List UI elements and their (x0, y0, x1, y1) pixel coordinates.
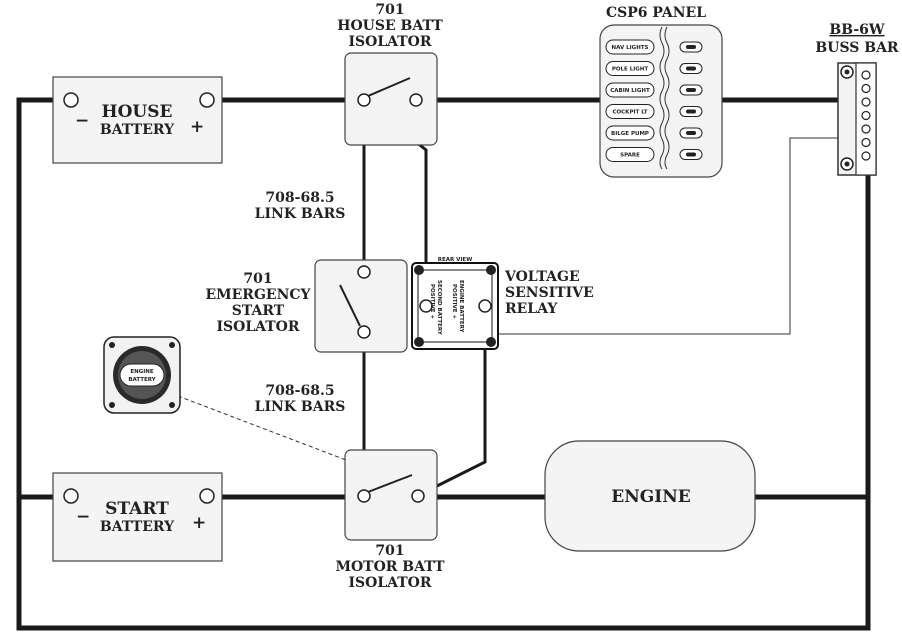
csp6-switch-row[interactable]: NAV LIGHTS (605, 39, 703, 55)
main-wires (16, 97, 871, 631)
csp6-switch-label-box (605, 39, 655, 55)
start-pos-sign: + (192, 513, 206, 533)
house-battery-subtitle: BATTERY (100, 122, 175, 138)
motor-isolator-name: MOTOR BATT (335, 559, 445, 575)
vsr-rear-view: REAR VIEW (438, 257, 473, 263)
battery-selector-switch[interactable]: ENGINE BATTERY (103, 336, 181, 414)
csp6-switch-row[interactable]: COCKPIT LT (605, 104, 703, 119)
csp6-switch-label: CABIN LIGHT (610, 88, 650, 94)
csp6-switch-label-box (605, 61, 655, 76)
bb6w-buss-bar: BB-6W BUSS BAR (815, 22, 899, 176)
house-battery-title: HOUSE (102, 102, 173, 122)
house-isolator-part: 701 (375, 2, 404, 18)
bb6w-label: BUSS BAR (815, 40, 899, 56)
bb6w-part: BB-6W (829, 22, 884, 38)
link-bars-bottom-part: 708-68.5 (265, 383, 334, 399)
motor-batt-isolator: 701 MOTOR BATT ISOLATOR (335, 449, 445, 591)
vsr-engine-battery-wire (420, 306, 487, 496)
buss-bar-screw-terminal (861, 110, 871, 121)
csp6-toggle-indicator (686, 131, 696, 135)
vsr-ground-wire (497, 137, 848, 335)
csp6-toggle-indicator (686, 109, 696, 114)
voltage-sensitive-relay: REAR VIEW SECOND BATTERY POSITIVE + ENGI… (411, 257, 594, 350)
buss-bar-screw-terminal (861, 97, 871, 107)
emergency-isolator-type: ISOLATOR (216, 319, 299, 335)
vsr-right-text-2: POSITIVE + (451, 284, 457, 319)
start-battery: − + START BATTERY (52, 472, 223, 562)
buss-bar-screw-terminal (861, 83, 871, 94)
emergency-isolator-name2: START (232, 303, 285, 319)
csp6-toggle-indicator (686, 45, 696, 49)
buss-bar-screw-terminal (861, 137, 871, 148)
motor-isolator-type: ISOLATOR (348, 575, 431, 591)
start-battery-title: START (105, 499, 169, 519)
switch-knob-line1: ENGINE (130, 369, 154, 375)
buss-bar-screw-terminal (861, 70, 871, 80)
vsr-label-3: RELAY (505, 301, 558, 317)
csp6-switch-label: COCKPIT LT (612, 110, 647, 116)
csp6-switch-row[interactable]: CABIN LIGHT (605, 82, 703, 98)
emergency-start-isolator: 701 EMERGENCY START ISOLATOR (205, 259, 408, 353)
start-positive-terminal (199, 488, 215, 504)
buss-bar-screw-terminal (861, 124, 871, 134)
house-isolator-name: HOUSE BATT (337, 18, 443, 34)
csp6-switch-label: NAV LIGHTS (611, 45, 648, 51)
emergency-isolator-part: 701 (243, 271, 272, 287)
csp6-toggle-indicator (686, 152, 696, 157)
csp6-switch-label-box (605, 82, 655, 98)
vsr-right-text-1: ENGINE BATTERY (458, 280, 464, 334)
csp6-switch-row[interactable]: SPARE (605, 147, 703, 162)
house-isolator-type: ISOLATOR (348, 34, 431, 50)
buss-bar-screw-terminal (861, 151, 871, 161)
house-battery: − + HOUSE BATTERY (52, 76, 223, 164)
link-bars-top-part: 708-68.5 (265, 190, 334, 206)
switch-knob-line2: BATTERY (128, 377, 156, 383)
start-negative-terminal (63, 488, 79, 504)
csp6-toggle-indicator (686, 66, 696, 71)
negative-return-wire (16, 97, 871, 631)
engine-label: ENGINE (611, 487, 691, 507)
vsr-left-text-2: POSITIVE + (429, 284, 435, 319)
house-positive-terminal (199, 92, 215, 108)
house-negative-terminal (63, 92, 79, 108)
vsr-label-2: SENSITIVE (505, 285, 594, 301)
csp6-switch-label-box (605, 104, 655, 119)
start-neg-sign: − (76, 507, 90, 527)
house-pos-sign: + (190, 117, 204, 137)
vsr-label-1: VOLTAGE (504, 269, 580, 285)
csp6-switch-label-box (605, 125, 655, 141)
csp6-switch-label-box (605, 147, 655, 162)
remote-switch-dashed-line (177, 395, 347, 461)
engine: ENGINE (544, 440, 756, 552)
csp6-switch-label: SPARE (620, 153, 640, 159)
csp6-switch-row[interactable]: BILGE PUMP (605, 125, 703, 141)
csp6-panel: CSP6 PANEL NAV LIGHTS POLE LIGHT CABIN LIG… (599, 5, 723, 178)
link-bars-top-label: LINK BARS (255, 206, 346, 222)
csp6-toggle-indicator (686, 88, 696, 92)
vsr-left-text-1: SECOND BATTERY (436, 280, 442, 336)
csp6-switch-row[interactable]: POLE LIGHT (605, 61, 703, 76)
csp6-panel-label: CSP6 PANEL (606, 5, 706, 21)
csp6-switch-label: BILGE PUMP (611, 131, 649, 137)
house-neg-sign: − (75, 111, 89, 131)
emergency-isolator-name: EMERGENCY (205, 287, 311, 303)
link-bars-bottom-label: LINK BARS (255, 399, 346, 415)
house-batt-isolator: 701 HOUSE BATT ISOLATOR (337, 2, 443, 146)
csp6-switch-label: POLE LIGHT (612, 67, 649, 73)
start-battery-subtitle: BATTERY (100, 519, 175, 535)
motor-isolator-part: 701 (375, 543, 404, 559)
